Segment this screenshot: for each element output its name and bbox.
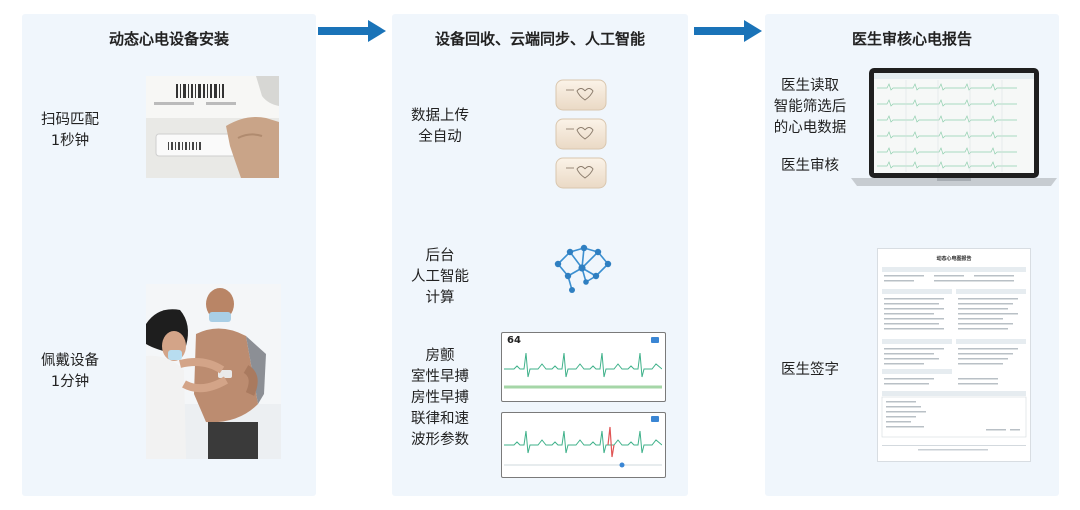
ecg-control-icon — [651, 416, 659, 422]
recorder-devices-icon — [554, 78, 608, 190]
arrow-right-icon — [694, 20, 762, 42]
doctor-read-label: 医生读取 智能筛选后 的心电数据 — [773, 78, 847, 136]
step-panel-cloud-ai: 设备回收、云端同步、人工智能 数据上传 全自动 — [392, 14, 688, 496]
detect-label: 房颤 室性早搏 房性早搏 联律和速 波形参数 — [411, 348, 469, 448]
heart-rate-value: 64 — [507, 335, 521, 346]
ecg-control-icon — [651, 337, 659, 343]
step-title: 医生审核心电报告 — [851, 30, 972, 48]
step-title: 动态心电设备安装 — [108, 30, 229, 48]
laptop-icon — [851, 66, 1057, 188]
doctor-review-label: 医生审核 — [781, 158, 839, 174]
step-title: 设备回收、云端同步、人工智能 — [434, 30, 645, 48]
ecg-waveform-zoom — [504, 426, 662, 468]
ecg-zoom-card — [501, 412, 666, 478]
report-title: 动态心电图报告 — [936, 256, 972, 262]
wear-label: 佩戴设备 1分钟 — [41, 353, 99, 390]
step-panel-install: 动态心电设备安装 扫码匹配 1秒钟 — [22, 14, 316, 496]
ai-label: 后台 人工智能 计算 — [411, 248, 469, 306]
scan-photo — [146, 76, 279, 178]
wear-photo — [146, 284, 281, 459]
ecg-strip-card: 64 — [501, 332, 666, 402]
ecg-report-document: 动态心电图报告 — [877, 248, 1031, 462]
upload-label: 数据上传 全自动 — [411, 108, 469, 145]
arrow-right-icon — [318, 20, 386, 42]
doctor-sign-label: 医生签字 — [781, 362, 839, 378]
ecg-waveform — [504, 352, 662, 389]
scan-label: 扫码匹配 1秒钟 — [41, 112, 99, 149]
report-body — [881, 267, 1027, 451]
step-panel-doctor-review: 医生审核心电报告 医生读取 智能筛选后 的心电数据 医生审核 — [765, 14, 1059, 496]
ai-brain-icon — [552, 242, 614, 296]
